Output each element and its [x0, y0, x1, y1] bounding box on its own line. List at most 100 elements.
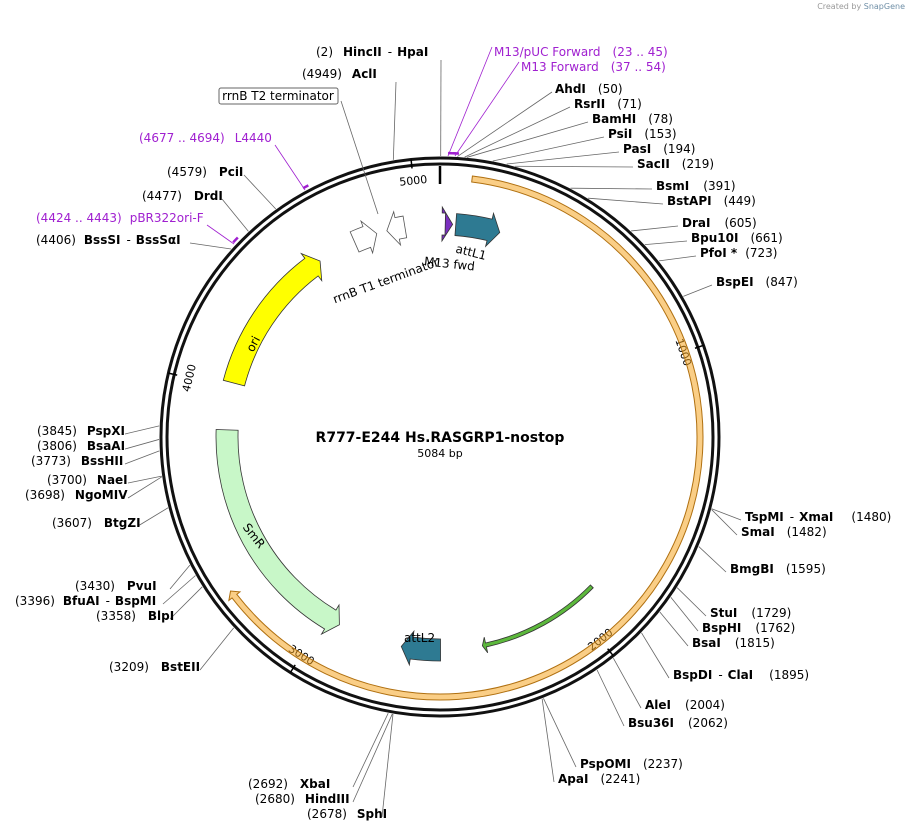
primer-leader-m13-forward — [454, 61, 520, 157]
site-leader-bspei — [683, 284, 713, 297]
plasmid-size: 5084 bp — [417, 447, 462, 460]
credit-text: Created by SnapGene — [817, 2, 905, 11]
site-label-rsrii: RsrII(71) — [574, 97, 642, 111]
site-leader-alei — [613, 657, 642, 709]
feature-m13-fwd[interactable] — [441, 205, 454, 243]
tick-mark-1000 — [694, 344, 704, 349]
site-label-bsteii: (3209)BstEII — [109, 660, 200, 674]
site-leader-acli — [392, 81, 397, 160]
site-leader-sphi — [381, 713, 394, 818]
site-leader-bstapi — [588, 197, 664, 205]
site-leader-smai — [711, 509, 738, 536]
site-leader-bamhi — [466, 121, 589, 158]
feature-ori[interactable] — [222, 252, 323, 387]
site-label-ahdi: AhdI(50) — [555, 82, 623, 96]
tick-mark-4000 — [168, 372, 178, 376]
snapgene-logo: SnapGene — [863, 2, 905, 11]
site-leader-xbai — [352, 713, 389, 788]
site-leader-bsmi — [570, 187, 653, 190]
site-leader-pspomi — [543, 698, 577, 768]
site-label-xbai: (2692)XbaI — [248, 777, 330, 791]
rrnb-t2-box — [218, 87, 339, 105]
primer-pbr322ori-f: (4424 .. 4443)pBR322ori-F — [36, 211, 204, 225]
feature-rrnb-small[interactable] — [386, 210, 408, 247]
rrnb-t2-leader — [340, 100, 379, 215]
site-leader-psii — [492, 136, 605, 162]
feature-label-rrnb-t1: rrnB T1 terminator — [331, 255, 441, 306]
site-leader-drdi — [221, 198, 249, 232]
feature-green-feature[interactable] — [481, 584, 594, 654]
site-label-bstapi: BstAPI(449) — [667, 194, 756, 208]
rrnb-t2-label: rrnB T2 terminator — [222, 89, 334, 103]
feature-attl2[interactable] — [400, 629, 441, 667]
site-leader-bsai — [659, 611, 689, 647]
site-label-acli: (4949)AclI — [302, 67, 377, 81]
site-label-bsu36i: Bsu36I(2062) — [628, 716, 728, 730]
site-label-bmgbi: BmgBI(1595) — [730, 562, 826, 576]
leader-layer — [124, 46, 742, 818]
backbone-inner-ring — [165, 162, 715, 712]
site-label-psii: PsiI(153) — [608, 127, 677, 141]
site-leader-pcii — [243, 174, 277, 210]
site-label-bpu10i: Bpu10I(661) — [691, 231, 783, 245]
site-leader-ahdi — [457, 91, 553, 157]
site-leader-bsaai — [124, 439, 160, 450]
plasmid-name: R777-E244 Hs.RASGRP1-nostop — [316, 430, 565, 446]
site-label-ngomiv: (3698)NgoMIV — [25, 488, 128, 502]
feature-rasgrp1-orf[interactable] — [228, 175, 704, 701]
site-leader-bfuai — [162, 575, 196, 605]
site-label-bamhi: BamHI(78) — [592, 112, 673, 126]
feature-rrnb-t1-terminator[interactable] — [349, 219, 378, 255]
site-leader-bspdi — [641, 632, 670, 679]
site-label-btgzi: (3607)BtgZI — [52, 516, 141, 530]
site-leader-bsssi — [189, 242, 232, 250]
primer-m13-puc-forward: M13/pUC Forward(23 .. 45) — [494, 45, 668, 59]
backbone-outer-ring — [159, 156, 721, 718]
site-label-smai: SmaI(1482) — [741, 525, 827, 539]
tick-mark-2000 — [607, 648, 614, 657]
site-leader-bpu10i — [644, 240, 688, 246]
site-label-pfoi: PfoI *(723) — [700, 246, 777, 260]
site-label-bsai: BsaI(1815) — [692, 636, 775, 650]
feature-label-m13-fwd: M13 fwd — [423, 254, 475, 273]
site-leader-bsphi — [670, 596, 699, 632]
site-label-hincii-hpai: (2)HincII-HpaI — [316, 45, 428, 59]
site-leader-apai — [541, 698, 555, 783]
site-label-blpi: (3358)BlpI — [96, 609, 174, 623]
primer-l4440: (4677 .. 4694)L4440 — [139, 131, 272, 145]
site-leader-naei — [127, 475, 162, 484]
site-label-apai: ApaI(2241) — [558, 772, 640, 786]
site-leader-sacii — [515, 165, 634, 168]
site-label-pspomi: PspOMI(2237) — [580, 757, 683, 771]
site-leader-rsrii — [464, 106, 571, 158]
tick-mark-5000 — [410, 159, 413, 169]
site-leader-pspxi — [124, 425, 160, 435]
site-label-sphi: (2678)SphI — [307, 807, 387, 821]
feature-smr[interactable] — [215, 429, 340, 636]
site-label-pvui: (3430)PvuI — [75, 579, 157, 593]
site-label-bsmi: BsmI(391) — [656, 179, 736, 193]
tick-label-5000: 5000 — [399, 173, 428, 189]
site-leader-pasi — [506, 151, 620, 165]
site-leader-ngomiv — [127, 476, 163, 499]
site-leader-hindiii — [352, 713, 393, 803]
feature-label-attl2: attL2 — [404, 631, 435, 645]
site-label-tspmi-xmai: TspMI-XmaI(1480) — [745, 510, 891, 524]
primer-leader-l4440 — [274, 144, 306, 191]
site-label-bfuai-bspmi: (3396)BfuAI-BspMI — [15, 594, 156, 608]
site-label-bspei: BspEI(847) — [716, 275, 798, 289]
site-leader-bsu36i — [596, 669, 625, 727]
primer-leader-m13-puc-forward — [447, 46, 493, 157]
site-label-pcii: (4579)PciI — [167, 165, 243, 179]
tick-label-4000: 4000 — [180, 363, 199, 393]
primer-leader-pbr322ori-f — [206, 224, 235, 245]
site-leader-bmgbi — [698, 546, 727, 573]
tick-mark-3000 — [289, 664, 296, 673]
site-label-alei: AleI(2004) — [645, 698, 725, 712]
site-label-drdi: (4477)DrdI — [142, 189, 223, 203]
site-label-bsphi: BspHI(1762) — [702, 621, 795, 635]
site-label-pspxi: (3845)PspXI — [37, 424, 125, 438]
feature-attl1[interactable] — [454, 211, 501, 248]
site-label-stui: StuI(1729) — [710, 606, 791, 620]
